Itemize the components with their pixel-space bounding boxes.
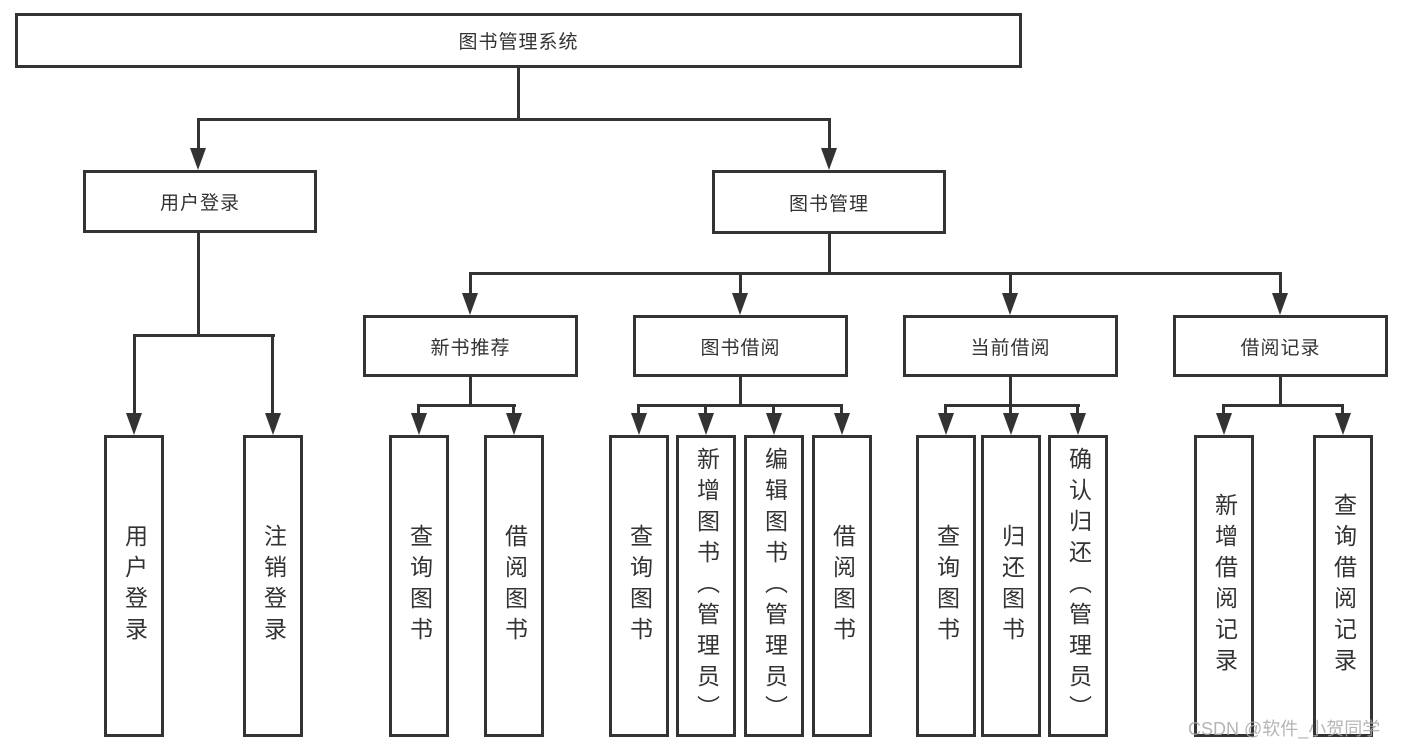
connector-stub-book-borrowing: [739, 272, 742, 298]
node-new-book-recommend-label: 新书推荐: [430, 337, 511, 359]
connector-stub-borrowing-records: [1279, 272, 1282, 298]
leaf-edit-books-admin: 编辑图书（管理员）: [744, 435, 804, 737]
node-book-borrowing: 图书借阅: [633, 315, 848, 377]
leaf-user-login-label: 用户登录: [121, 524, 148, 648]
connector-level3-rail: [469, 272, 1282, 275]
node-book-management: 图书管理: [712, 170, 946, 234]
arrowhead-return-books: [1003, 413, 1019, 435]
node-root-label: 图书管理系统: [458, 32, 579, 53]
leaf-confirm-return-admin: 确认归还（管理员）: [1048, 435, 1108, 737]
connector-root-drop: [517, 68, 520, 121]
arrowhead-current-borrowing: [1002, 293, 1018, 315]
node-current-borrowing: 当前借阅: [903, 315, 1118, 377]
leaf-add-borrow-record: 新增借阅记录: [1194, 435, 1254, 737]
arrowhead-user-login: [190, 148, 206, 170]
node-borrowing-records: 借阅记录: [1173, 315, 1388, 377]
arrowhead-borrow-recommend: [506, 413, 522, 435]
arrowhead-book-borrowing: [732, 293, 748, 315]
leaf-borrow-books-recommend: 借阅图书: [484, 435, 544, 737]
arrowhead-borrow-books: [834, 413, 850, 435]
leaf-return-books: 归还图书: [981, 435, 1041, 737]
leaf-query-books-borrow: 查询图书: [609, 435, 669, 737]
connector-stub-query-current: [944, 404, 947, 420]
connector-stub-confirm-return: [1076, 404, 1079, 420]
arrowhead-edit-books: [766, 413, 782, 435]
leaf-logout-label: 注销登录: [260, 524, 287, 648]
leaf-edit-books-admin-label: 编辑图书（管理员）: [761, 446, 788, 726]
connector-book-management-drop: [828, 232, 831, 274]
connector-recommend-rail: [417, 404, 516, 407]
connector-current-rail: [944, 404, 1080, 407]
leaf-borrow-books-recommend-label: 借阅图书: [501, 524, 528, 648]
connector-stub-book-management: [828, 118, 831, 152]
node-user-login-label: 用户登录: [159, 193, 240, 214]
arrowhead-book-management: [821, 148, 837, 170]
connector-stub-add-books: [704, 404, 707, 420]
node-book-management-label: 图书管理: [788, 193, 869, 215]
connector-stub-query-recommend: [417, 404, 420, 420]
connector-stub-user-login: [197, 118, 200, 152]
connector-user-login-rail: [133, 334, 275, 337]
arrowhead-leaf-user-login: [126, 413, 142, 435]
connector-borrowing-drop: [739, 377, 742, 406]
leaf-query-books-recommend-label: 查询图书: [406, 524, 433, 648]
leaf-confirm-return-admin-label: 确认归还（管理员）: [1065, 446, 1092, 726]
connector-borrowing-rail: [637, 404, 843, 407]
leaf-user-login: 用户登录: [104, 435, 164, 737]
connector-recommend-drop: [469, 377, 472, 406]
connector-level2-rail: [197, 118, 831, 121]
arrowhead-add-books: [698, 413, 714, 435]
csdn-watermark: CSDN @软件_小贺同学: [1188, 719, 1381, 739]
leaf-add-books-admin-label: 新增图书（管理员）: [693, 446, 720, 726]
connector-stub-borrow-books: [840, 404, 843, 420]
connector-stub-add-record: [1222, 404, 1225, 420]
leaf-query-books-current: 查询图书: [916, 435, 976, 737]
arrowhead-confirm-return: [1070, 413, 1086, 435]
leaf-add-books-admin: 新增图书（管理员）: [676, 435, 736, 737]
leaf-query-books-borrow-label: 查询图书: [626, 524, 653, 648]
connector-records-drop: [1279, 377, 1282, 406]
connector-user-login-drop: [197, 232, 200, 336]
arrowhead-query-recommend: [411, 413, 427, 435]
leaf-return-books-label: 归还图书: [998, 524, 1025, 648]
leaf-query-borrow-record: 查询借阅记录: [1313, 435, 1373, 737]
connector-stub-new-book-recommend: [469, 272, 472, 298]
leaf-logout: 注销登录: [243, 435, 303, 737]
node-borrowing-records-label: 借阅记录: [1240, 337, 1321, 359]
connector-stub-leaf-user-login: [133, 334, 136, 418]
connector-stub-edit-books: [772, 404, 775, 420]
arrowhead-query-borrow: [631, 413, 647, 435]
leaf-borrow-books: 借阅图书: [812, 435, 872, 737]
node-root: 图书管理系统: [15, 13, 1022, 68]
leaf-query-books-recommend: 查询图书: [389, 435, 449, 737]
leaf-query-books-current-label: 查询图书: [933, 524, 960, 648]
connector-stub-borrow-recommend: [512, 404, 515, 420]
arrowhead-new-book-recommend: [462, 293, 478, 315]
leaf-query-borrow-record-label: 查询借阅记录: [1330, 493, 1357, 679]
arrowhead-borrowing-records: [1272, 293, 1288, 315]
leaf-add-borrow-record-label: 新增借阅记录: [1211, 493, 1238, 679]
connector-stub-return-books: [1009, 404, 1012, 420]
connector-stub-query-record: [1341, 404, 1344, 420]
connector-stub-current-borrowing: [1009, 272, 1012, 298]
connector-stub-query-borrow: [637, 404, 640, 420]
node-user-login: 用户登录: [83, 170, 317, 233]
arrowhead-leaf-logout: [265, 413, 281, 435]
connector-current-drop: [1009, 377, 1012, 406]
leaf-borrow-books-label: 借阅图书: [829, 524, 856, 648]
node-book-borrowing-label: 图书借阅: [700, 337, 781, 359]
node-current-borrowing-label: 当前借阅: [970, 337, 1051, 359]
connector-records-rail: [1222, 404, 1344, 407]
arrowhead-query-current: [938, 413, 954, 435]
arrowhead-query-record: [1335, 413, 1351, 435]
node-new-book-recommend: 新书推荐: [363, 315, 578, 377]
connector-stub-leaf-logout: [271, 334, 274, 418]
arrowhead-add-record: [1216, 413, 1232, 435]
